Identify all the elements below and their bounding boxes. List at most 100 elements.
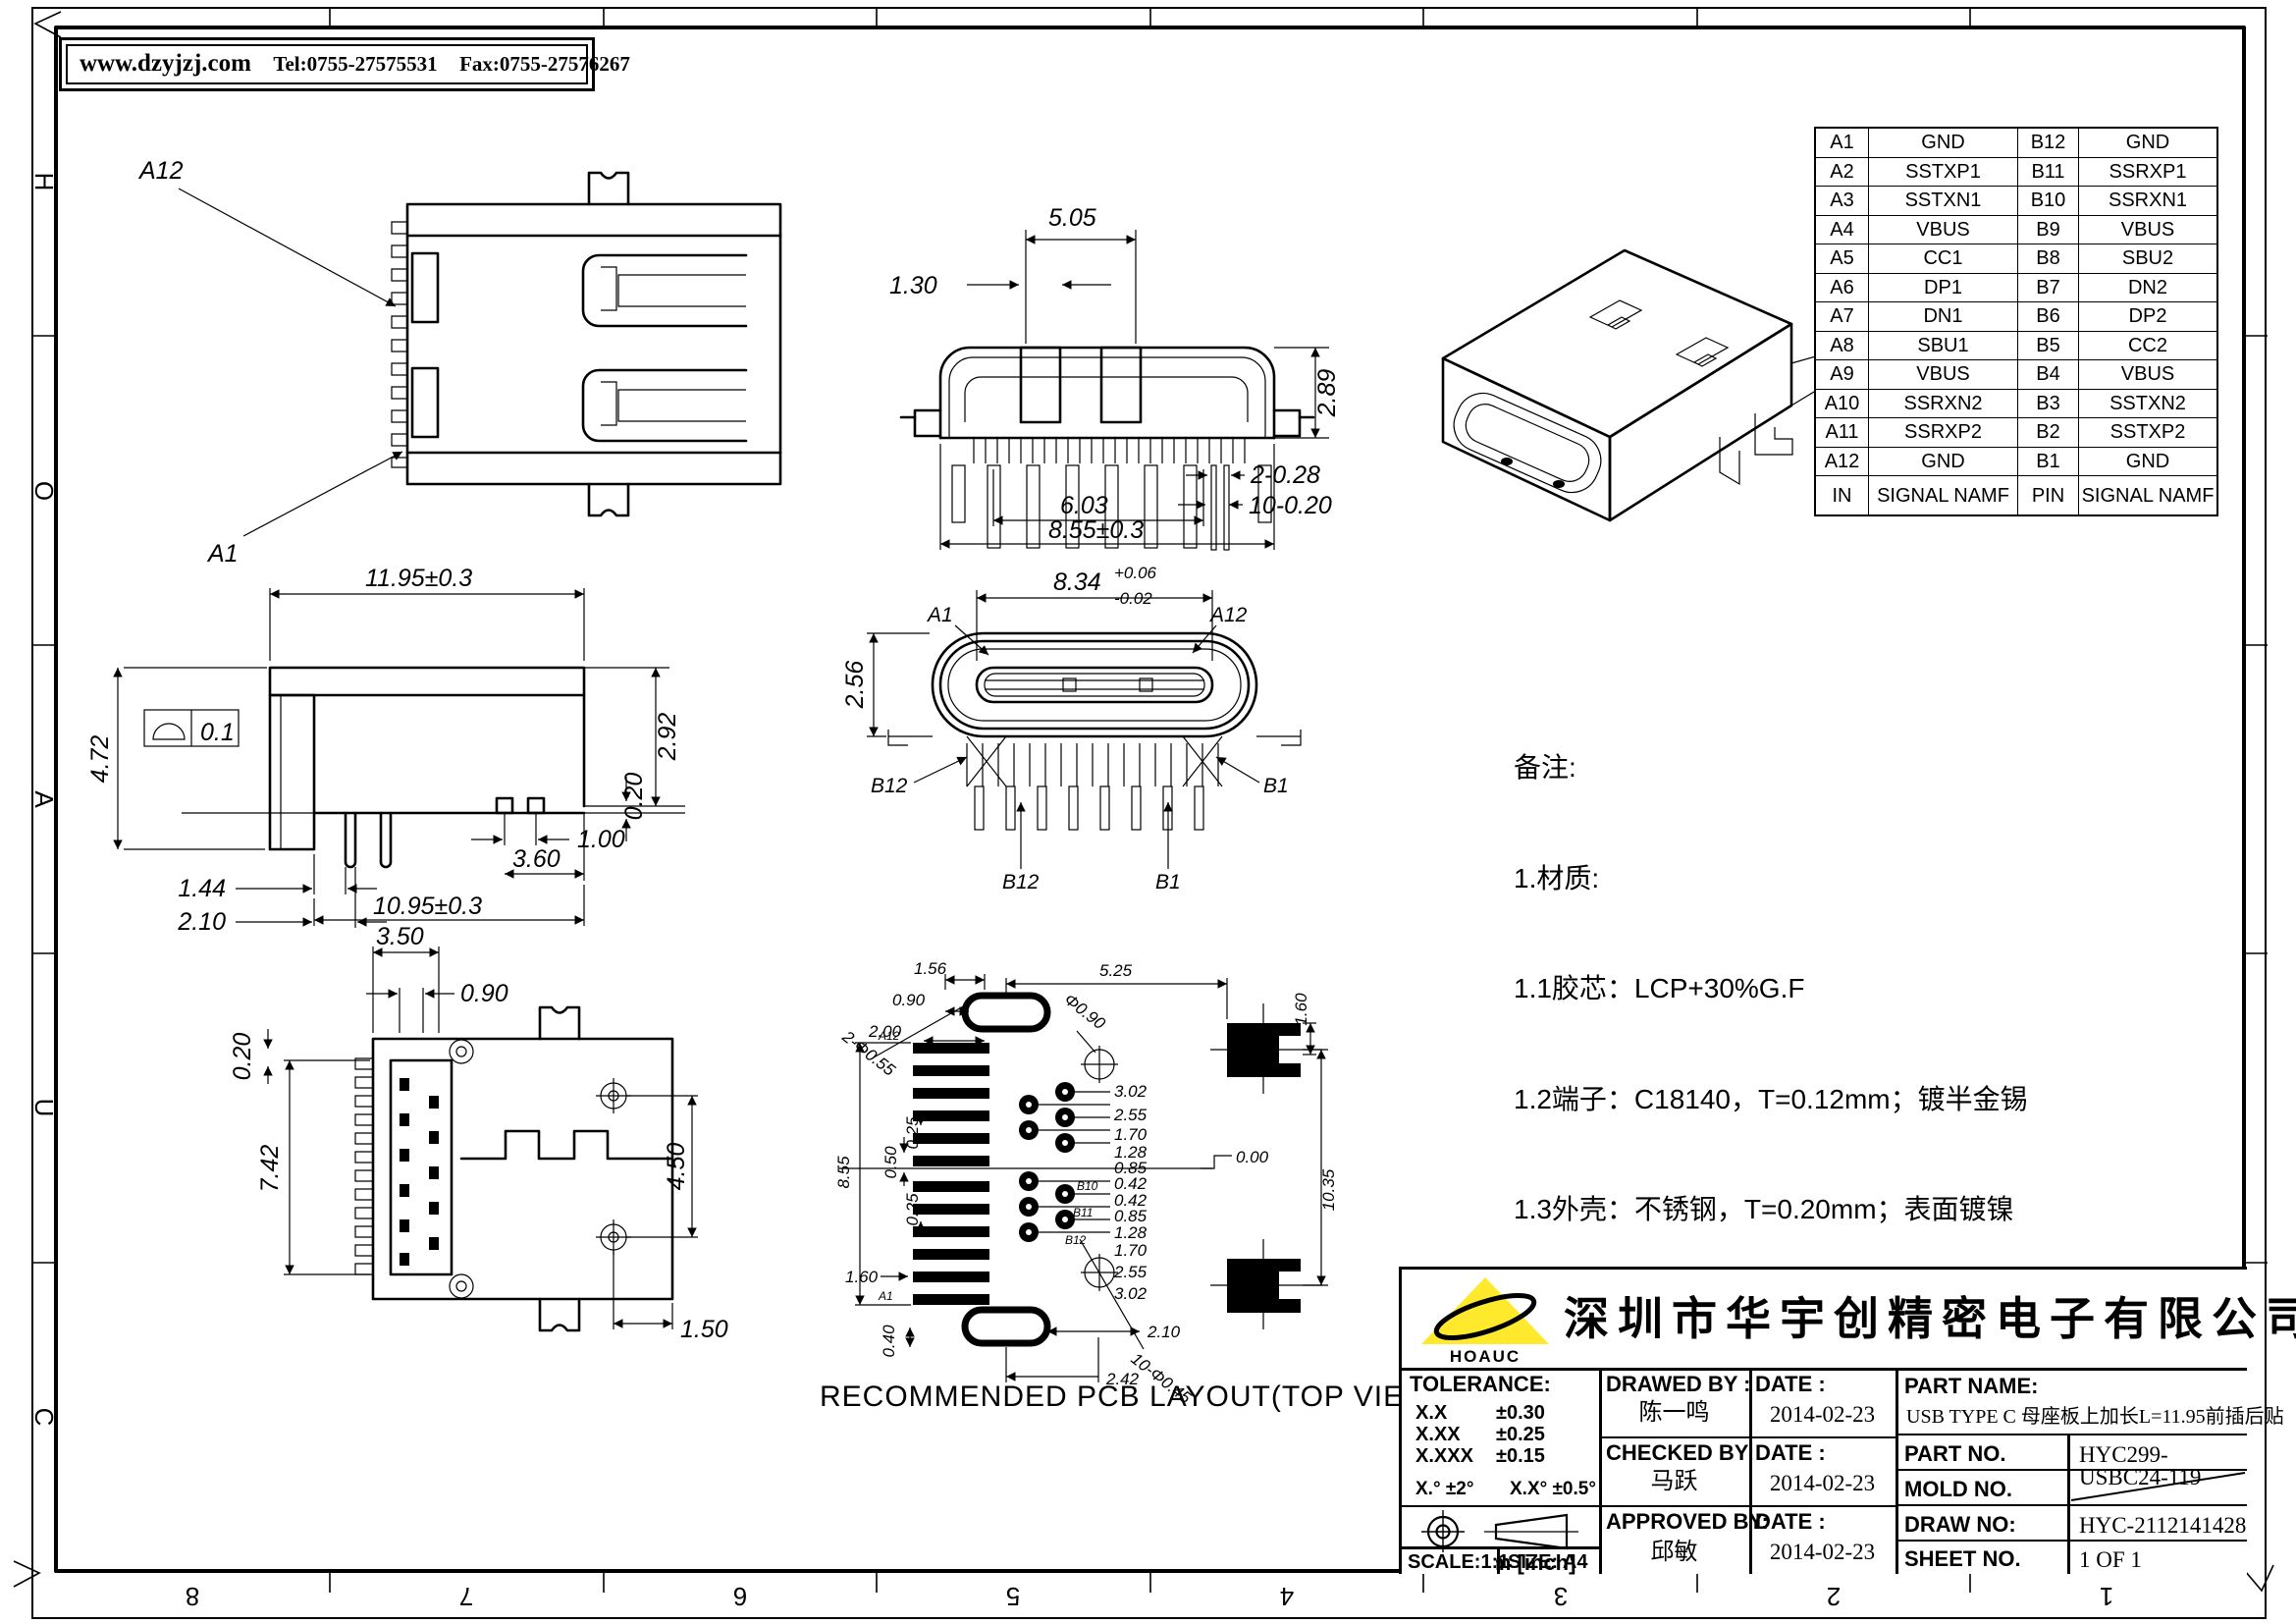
dim-1.56: 1.56 [914,959,947,978]
draw-no-value: HYC-2112141428 [2079,1513,2247,1538]
dim-7.42: 7.42 [256,1145,284,1193]
dim-2.00: 2.00 [868,1022,902,1041]
mold-no-label: MOLD NO. [1904,1477,2012,1501]
scale-label: SCALE:1:1 [1408,1551,1510,1573]
dim-1.44: 1.44 [178,875,226,902]
signal-cell: DP2 [2079,302,2216,332]
cascade-1.70b: 1.70 [1114,1241,1148,1260]
dim-1.50: 1.50 [680,1316,728,1343]
note-line: 1.2端子：C18140，T=0.12mm；镀半金锡 [1514,1083,2028,1114]
pin-cell: B6 [2018,302,2079,332]
signal-cell: GND [2079,448,2216,476]
pin-cell: B10 [2018,187,2079,216]
isometric-detail [1453,299,1820,494]
pad-label-b10: B10 [1077,1179,1098,1193]
pin-cell: A7 [1816,302,1869,332]
pad-label-a12: A12 [878,1029,900,1043]
fax-text: Fax:0755-27576267 [459,52,630,76]
pin-cell: A2 [1816,157,1869,187]
pin-cell: B1 [2018,447,2079,476]
cascade-2.55: 2.55 [1113,1106,1148,1124]
signal-cell: SBU2 [2079,244,2216,274]
dim-5.05: 5.05 [1048,204,1096,232]
dim-0.25-bottom: 0.25 [903,1193,922,1226]
signal-cell: GND [1869,129,2018,158]
profile-symbol-icon [152,723,186,740]
bottom-view-body [371,1005,674,1332]
pin-cell: A1 [1816,129,1869,158]
pin-label-b1: B1 [1263,775,1289,797]
top-view-body [405,171,782,517]
dim-2.42: 2.42 [1105,1370,1140,1388]
signal-cell: DN1 [1869,302,2018,332]
pin-label-a12: A12 [1208,604,1248,626]
side-dimensions: 11.95±0.3 2.92 0.20 4.72 1.00 1.44 2.10 … [86,565,681,936]
website-text: www.dzyjzj.com [80,50,251,77]
pcb-pads [913,992,1322,1347]
isometric-view [1441,248,1820,522]
pin-cell: A8 [1816,331,1869,360]
pin-cell: A12 [1816,447,1869,476]
bottom-dimensions: 3.50 0.90 0.20 7.42 4.50 1.50 [229,923,728,1343]
zone-letter: C [29,1408,59,1427]
dim-8.34-plus: +0.06 [1114,564,1157,582]
top-view-drawing: A12 A1 [137,157,782,568]
dim-0.90: 0.90 [460,980,508,1007]
dim-2.89: 2.89 [1313,369,1341,418]
front-view-body [931,631,1258,738]
sheet-no-label: SHEET NO. [1904,1546,2021,1571]
signal-cell: VBUS [1869,215,2018,244]
signal-cell: GND [1869,447,2018,476]
dim-0.90: 0.90 [892,991,926,1009]
dim-2.10: 2.10 [177,908,226,936]
signal-cell: SSTXP1 [1869,157,2018,187]
pcb-round-pads [1019,1046,1118,1291]
signal-cell: SBU1 [1869,331,2018,360]
rear-view-body [899,346,1315,440]
draw-no-label: DRAW NO: [1904,1512,2016,1537]
tol3-label: X.XXX [1415,1445,1473,1467]
signal-cell: SSRXP1 [2079,158,2216,187]
tol2-value: ±0.25 [1496,1424,1545,1445]
cascade-0.42b: 0.42 [1114,1191,1148,1210]
pin-header-cell: SIGNAL NAMF [1869,476,2018,514]
front-view-detail [887,648,1302,831]
pin-label-b1-arrow: B1 [1155,871,1181,893]
part-no-value: HYC299-USBC24-119 [2079,1442,2202,1489]
zone-number: 5 [1006,1582,1020,1611]
side-fcf: 0.1 [143,709,240,747]
logo-text: HOAUC [1450,1347,1521,1366]
note-line: 1.材质: [1514,862,1600,893]
dim-1.60-tr: 1.60 [1292,993,1310,1026]
cascade-2.55b: 2.55 [1113,1263,1148,1281]
dim-2-0.28: 2-0.28 [1250,461,1320,489]
company-logo: HOAUC [1421,1277,1549,1366]
pin-header-cell: IN [1816,476,1869,514]
frame-zone-ticks [13,8,2274,1593]
signal-cell: SSRXN1 [2079,187,2216,216]
dim-10.95: 10.95±0.3 [373,893,482,920]
cascade-3.02b: 3.02 [1114,1284,1148,1303]
bottom-view-detail [354,1039,631,1299]
note-line: 1.3外壳：不锈钢，T=0.20mm；表面镀镍 [1514,1194,2014,1224]
part-no-label: PART NO. [1904,1441,2006,1466]
contact-header: www.dzyjzj.com Tel:0755-27575531 Fax:075… [59,37,630,91]
zone-number: 4 [1280,1582,1294,1611]
title-block: HOAUC 深圳市华宇创精密电子有限公司 TOLERANCE: X.X ±0.3… [1399,1267,2296,1574]
pad-label-b11: B11 [1073,1206,1093,1219]
pin-cell: A11 [1816,418,1869,448]
dim-0.40: 0.40 [880,1325,898,1358]
sheet-no-value: 1 OF 1 [2079,1547,2142,1572]
dim-1.60-bl: 1.60 [845,1268,879,1286]
pin-cell: B8 [2018,244,2079,274]
zone-number: 7 [459,1582,473,1611]
cascade-0.85b: 0.85 [1114,1207,1148,1225]
signal-cell: VBUS [2079,216,2216,244]
date-label-1: DATE : [1755,1372,1826,1396]
company-name: 深圳市华宇创精密电子有限公司 [1564,1293,2296,1344]
frame-zone-numbers: 8 7 6 5 4 3 2 1 [186,1582,2113,1611]
checked-by-name: 马跃 [1650,1468,1698,1494]
dim-0.20: 0.20 [620,773,648,821]
